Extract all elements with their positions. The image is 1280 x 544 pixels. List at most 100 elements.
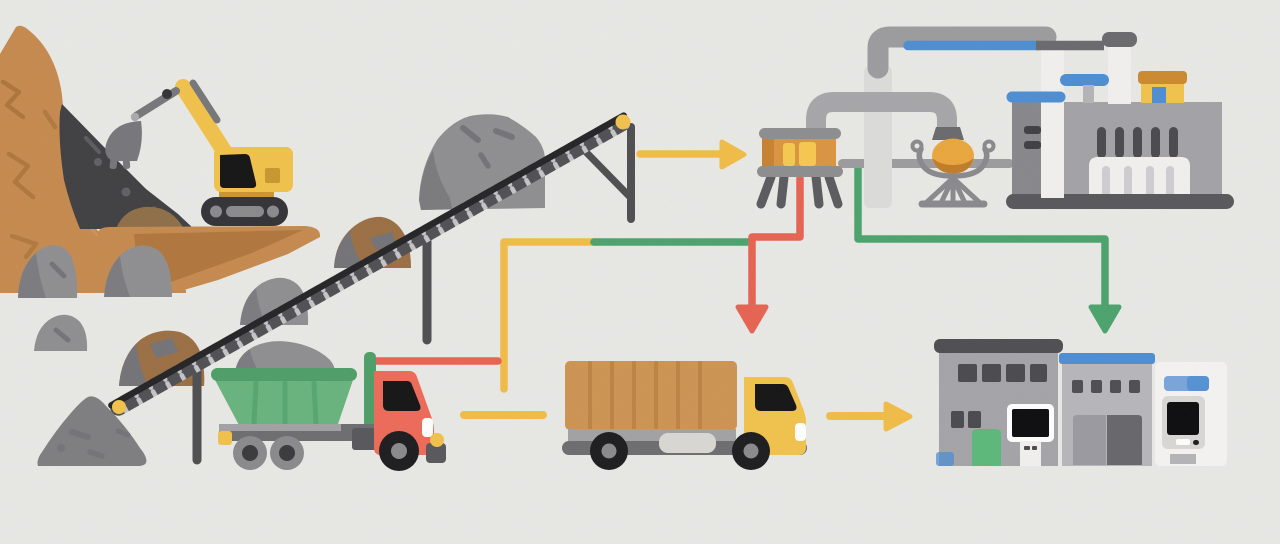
hopper-furnace xyxy=(756,128,843,209)
red-arrowhead xyxy=(735,304,769,334)
warehouse-door-right xyxy=(1107,415,1142,465)
processing-plant xyxy=(756,26,1234,209)
factory-base xyxy=(1006,194,1234,209)
store-kiosk-label-2 xyxy=(1032,446,1037,450)
factory-window-4 xyxy=(1151,127,1160,158)
rock-pile-foot-dash-1 xyxy=(69,429,91,440)
dump-chassis-top xyxy=(219,424,341,431)
big-rock-streak-1 xyxy=(460,125,481,143)
dump-bed-rib-3 xyxy=(311,380,319,427)
warehouse-roof xyxy=(1059,353,1155,364)
box-wheel-front-hub xyxy=(743,443,759,459)
box-wheel-rear-hub xyxy=(601,443,617,459)
panel-bar-3 xyxy=(1146,166,1154,198)
store-window-3 xyxy=(1006,364,1025,382)
furnace-window-1 xyxy=(783,143,795,166)
belt-striped-band xyxy=(110,114,631,416)
furnace-pipe xyxy=(806,92,957,150)
factory-chimney xyxy=(1108,38,1131,104)
yellow-arrow-to-furnace-head xyxy=(719,139,747,170)
flow-lines xyxy=(370,139,1122,432)
warehouse-building xyxy=(1059,353,1155,466)
warehouse-window-3 xyxy=(1110,380,1121,393)
rock-behind-truck xyxy=(235,341,335,372)
store-kiosk xyxy=(1020,441,1041,466)
factory-front-column xyxy=(1041,45,1064,198)
warehouse-window-4 xyxy=(1129,380,1140,393)
kiosk-slot-white xyxy=(1176,439,1190,445)
store-building xyxy=(934,339,1063,466)
red-elbow-line xyxy=(748,174,804,310)
roof-hut-window xyxy=(1152,87,1166,103)
stand-handle-right xyxy=(982,139,996,153)
track-slot xyxy=(226,206,264,217)
yellow-elbow-line xyxy=(500,238,601,393)
warehouse-window-1 xyxy=(1072,380,1083,393)
dump-wheel-rear-1-hub xyxy=(242,445,258,461)
stand-spokes xyxy=(924,175,982,207)
roof-hut-roof xyxy=(1138,71,1187,84)
dump-bumper xyxy=(426,443,446,463)
cliff-streak-4 xyxy=(42,109,58,130)
green-elbow-arrow-line xyxy=(854,161,1109,310)
dump-truck xyxy=(211,352,446,471)
belt-edge xyxy=(108,112,627,409)
excavator-joint-pin xyxy=(162,89,172,99)
excavator-stick-pin xyxy=(130,112,140,122)
vending-kiosk xyxy=(1155,362,1227,466)
rock-small-streak xyxy=(53,327,71,343)
furnace-band xyxy=(757,166,843,177)
dump-bed-lip xyxy=(211,368,357,381)
rock-cliffbase-1-streak xyxy=(49,261,67,279)
rock-pile-foot-dot xyxy=(57,444,65,452)
conveyor xyxy=(37,112,635,466)
track-wheel-left xyxy=(210,205,222,218)
excavator-boom xyxy=(175,79,232,159)
rock-behind-truck-shade xyxy=(235,349,259,372)
excavator-ledge-shade xyxy=(134,230,303,289)
big-rock-shade xyxy=(419,150,452,210)
coal-streak xyxy=(84,136,101,154)
dump-wheel-rear-2-hub xyxy=(279,445,295,461)
kiosk-tray xyxy=(1170,454,1196,464)
bucket-tooth-1 xyxy=(109,157,118,170)
rock-brown-left-gray xyxy=(119,338,178,386)
excavator-vent xyxy=(265,168,280,183)
store-kiosk-label-1 xyxy=(1024,446,1030,450)
kiosk-screen xyxy=(1167,402,1199,435)
excavator-bucket xyxy=(105,121,142,161)
kiosk-slot-dot xyxy=(1193,440,1199,445)
rock-pile-foot-dash-2 xyxy=(87,449,105,459)
furnace-window-2 xyxy=(799,142,816,166)
coal-speck-2 xyxy=(121,187,131,197)
store-roof xyxy=(934,339,1063,353)
box-cargo xyxy=(565,361,737,430)
conveyor-pulley-bottom xyxy=(112,400,126,414)
dump-bed-post xyxy=(364,352,376,437)
cliff-streak-2 xyxy=(6,151,36,200)
rock-pile-foot-dash-3 xyxy=(115,428,131,438)
panel-bar-4 xyxy=(1166,166,1174,198)
dirt-mound xyxy=(116,206,184,229)
conveyor-brace xyxy=(581,147,633,200)
excavator-cab-window xyxy=(220,154,257,188)
rock-pile-conveyor-foot xyxy=(37,396,147,466)
store-window-2 xyxy=(982,364,1001,382)
furnace-leg-2 xyxy=(776,172,789,209)
excavator xyxy=(105,79,293,226)
factory-tower-slit-1 xyxy=(1024,126,1041,134)
box-cargo-ribs xyxy=(588,361,702,430)
chimney-cap xyxy=(1102,32,1137,47)
brown-rock-gray xyxy=(334,231,396,268)
store-blue-corner xyxy=(936,452,954,466)
big-rock-streak-3 xyxy=(478,152,491,169)
excavator-cylinder xyxy=(189,79,221,124)
cliff-streak-3 xyxy=(9,233,39,260)
crucible xyxy=(910,138,996,208)
furnace-leg-3 xyxy=(811,172,824,209)
box-headlight xyxy=(795,423,806,441)
dump-step xyxy=(352,428,380,450)
factory-window-5 xyxy=(1169,127,1178,158)
coal-speck-1 xyxy=(94,158,102,166)
